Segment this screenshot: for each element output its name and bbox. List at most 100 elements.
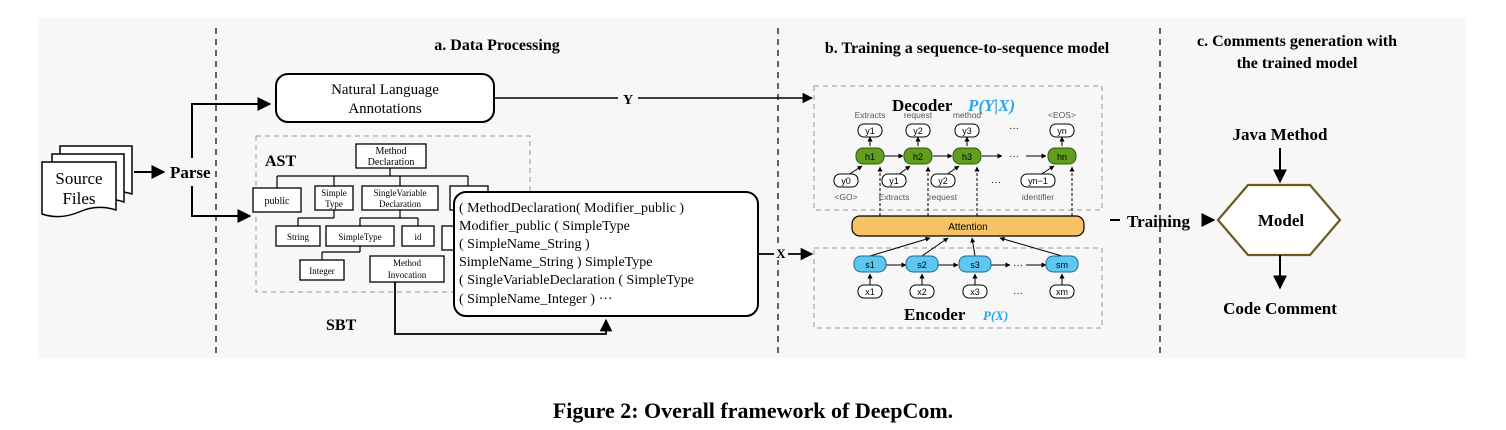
ast-node-string: String <box>275 225 321 247</box>
encoder-edges <box>867 236 1065 285</box>
decoder-input-node-1 <box>833 173 859 188</box>
encoder-state-node-3 <box>958 255 992 273</box>
section-c-title-1: c. Comments generation with <box>1197 33 1397 50</box>
encoder-title: Encoder <box>904 305 966 324</box>
decoder-hidden-node-1 <box>855 147 885 165</box>
svg-text:id: id <box>414 232 422 242</box>
decoder-hidden-label-n: hn <box>1057 152 1067 162</box>
svg-text:SingleVariable: SingleVariable <box>374 188 427 198</box>
decoder-prob: P(Y|X) <box>967 96 1015 115</box>
training-label: Training <box>1127 212 1190 231</box>
source-files-label-1: Source <box>55 169 102 188</box>
svg-text:Integer: Integer <box>309 266 334 276</box>
decoder-input-word-3: request <box>929 192 958 202</box>
ast-title: AST <box>265 153 296 170</box>
decoder-input-dots: ··· <box>991 177 1001 188</box>
x-label: X <box>776 246 786 261</box>
decoder-hidden-node-3 <box>952 147 982 165</box>
svg-text:Simple: Simple <box>321 188 347 198</box>
section-a-title: a. Data Processing <box>434 37 559 54</box>
ast-node-public: public <box>252 187 302 213</box>
figure-caption: Figure 2: Overall framework of DeepCom. <box>553 398 953 423</box>
decoder-hidden-label-1: h1 <box>865 152 875 162</box>
decoder-output-node-n <box>1049 123 1075 138</box>
svg-text:Method: Method <box>375 146 406 157</box>
ast-node-method-invocation: Method Invocation <box>369 255 445 283</box>
decoder-input-node-n <box>1020 173 1056 188</box>
decoder-hidden-label-3: h3 <box>962 152 972 162</box>
encoder-state-label-3: s3 <box>970 260 980 270</box>
encoder-prob: P(X) <box>983 308 1008 323</box>
sbt-line-1: ( MethodDeclaration( Modifier_public ) <box>459 201 684 216</box>
ast-node-single-variable-declaration: SingleVariable Declaration <box>361 185 439 211</box>
svg-text:Declaration: Declaration <box>368 157 415 168</box>
ast-node-integer: Integer <box>299 259 345 281</box>
encoder-input-node-1 <box>857 284 883 299</box>
encoder-state-node-1 <box>853 255 887 273</box>
encoder-input-node-2 <box>909 284 935 299</box>
decoder-output-node-2 <box>905 123 931 138</box>
source-files-icon <box>41 145 133 218</box>
model-label: Model <box>1258 211 1305 230</box>
decoder-title: Decoder <box>892 96 953 115</box>
decoder-output-label-3: y3 <box>962 126 972 136</box>
attention-bar <box>851 215 1085 237</box>
decoder-input-node-2 <box>881 173 907 188</box>
ast-to-sbt-arrow <box>394 282 613 335</box>
decoder-output-word-3: method <box>953 110 982 120</box>
ast-node-id: id <box>401 225 435 247</box>
section-c-title-2: the trained model <box>1237 55 1358 72</box>
decoder-hidden-node-n <box>1047 147 1077 165</box>
sbt-line-6: ( SimpleName_Integer ) ··· <box>459 292 613 307</box>
encoder-input-label-2: x2 <box>917 287 927 297</box>
decoder-output-word-2: request <box>904 110 933 120</box>
encoder-state-label-1: s1 <box>865 260 875 270</box>
encoder-input-node-m <box>1049 284 1075 299</box>
sbt-line-4: SimpleName_String ) SimpleType <box>459 255 652 270</box>
svg-text:Declaration: Declaration <box>379 199 421 209</box>
source-files-label-2: Files <box>62 189 95 208</box>
decoder-output-node-3 <box>954 123 980 138</box>
decoder-input-word-1: <GO> <box>834 192 857 202</box>
svg-text:Invocation: Invocation <box>388 270 427 280</box>
decoder-output-label-n: yn <box>1057 126 1067 136</box>
decoder-output-word-1: Extracts <box>855 110 886 120</box>
sbt-title: SBT <box>326 317 357 334</box>
parse-label: Parse <box>170 163 211 182</box>
svg-text:String: String <box>287 232 310 242</box>
encoder-state-label-2: s2 <box>917 260 927 270</box>
svg-text:Type: Type <box>325 199 343 209</box>
ast-edges <box>276 168 469 260</box>
decoder-input-label-3: y2 <box>938 176 948 186</box>
encoder-region <box>813 247 1103 329</box>
ast-node-method-declaration: Method Declaration <box>355 143 427 169</box>
decoder-output-node-1 <box>857 123 883 138</box>
code-comment-label: Code Comment <box>1223 299 1337 318</box>
decoder-input-label-2: y1 <box>889 176 899 186</box>
ast-node-simpletype: SimpleType <box>325 225 395 247</box>
decoder-output-dots: ··· <box>1009 123 1019 134</box>
decoder-output-label-2: y2 <box>913 126 923 136</box>
sbt-line-3: ( SimpleName_String ) <box>459 237 590 252</box>
parse-branch-up <box>191 97 272 158</box>
decoder-hidden-dots: ··· <box>1009 151 1019 162</box>
sbt-line-5: ( SingleVariableDeclaration ( SimpleType <box>459 273 694 288</box>
encoder-input-dots: ··· <box>1013 288 1023 299</box>
svg-text:public: public <box>265 196 291 207</box>
nl-annotations-line1: Natural Language <box>331 82 439 98</box>
encoder-state-node-2 <box>905 255 939 273</box>
attention-label: Attention <box>948 222 987 233</box>
decoder-input-label-n: yn−1 <box>1028 176 1048 186</box>
decoder-input-word-n: identifier <box>1022 192 1054 202</box>
encoder-state-label-m: sm <box>1056 260 1068 270</box>
decoder-hidden-label-2: h2 <box>913 152 923 162</box>
parse-branch-down <box>191 186 252 223</box>
ast-node-simple-type: Simple Type <box>314 185 354 211</box>
encoder-input-label-m: xm <box>1056 287 1068 297</box>
encoder-state-node-m <box>1045 255 1079 273</box>
decoder-output-label-1: y1 <box>865 126 875 136</box>
java-method-label: Java Method <box>1233 125 1328 144</box>
decoder-input-label-1: y0 <box>841 176 851 186</box>
encoder-input-node-3 <box>962 284 988 299</box>
y-label: Y <box>623 93 633 108</box>
